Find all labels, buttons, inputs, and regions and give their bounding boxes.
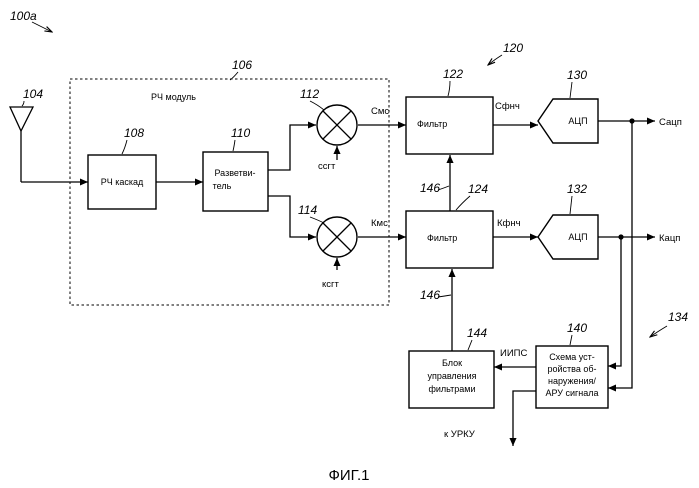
baseband-group-arrow [488,55,502,65]
control-bus-ref-lower: 146 [420,288,440,302]
adc-q-block: АЦП 132 [538,182,598,259]
adc-q-ref-leader [570,196,572,214]
antenna-icon [10,107,33,131]
adc-i-ref: 130 [567,68,587,82]
filter-i-ref: 122 [443,67,463,81]
splitter-to-mixer-i-wire [268,125,316,170]
filter-q-ref-leader [456,196,470,210]
filter-control-label-line3: фильтрами [428,384,475,394]
adc-i-label: АЦП [568,116,587,126]
adc-q-label: АЦП [568,232,587,242]
antenna-ref-leader [22,101,24,106]
antenna: 104 [10,87,43,182]
rf-module-title: РЧ модуль [151,92,196,102]
mixer-i-lo-label: ссгт [318,161,336,172]
mixer-i: 112 ссгт [300,87,357,172]
rf-stage-block: РЧ каскад 108 [88,126,156,209]
filter-control-label-line2: управления [427,371,476,381]
splitter-label-line1: Разветви- [214,168,255,178]
filter-control-ref: 144 [467,326,487,340]
mixer-i-out-label: Смс [371,106,389,117]
filter-q-ref: 124 [468,182,488,196]
filter-q-out-label: Кфнч [497,218,521,229]
filter-q-label: Фильтр [427,233,457,243]
adc-q-ref: 132 [567,182,587,196]
antenna-ref: 104 [23,87,43,101]
mixer-q-lo-label: ксгт [322,279,339,290]
splitter-ref-leader [233,140,235,151]
mixer-q-ref: 114 [298,203,317,217]
detector-group-ref: 134 [668,310,688,324]
control-bus-ref-upper: 146 [420,181,440,195]
filter-control-ref-leader [468,340,472,350]
filter-i-ref-leader [448,81,450,96]
detector-label-line2: ройства об- [547,364,596,374]
splitter-block: Разветви- тель 110 [203,126,268,211]
adc-q-out-label: Кацп [659,233,680,244]
mixer-q: 114 ксгт [298,203,357,290]
splitter-label-line2: тель [213,181,232,191]
adc-i-out-label: Сацп [659,117,682,128]
figure-ref-label: 100a [10,9,37,23]
adc-i-block: АЦП 130 [538,68,598,143]
figure-ref-100a: 100a [10,9,52,32]
adc-i-ref-leader [570,82,572,98]
rf-stage-label: РЧ каскад [101,177,144,187]
detector-ref-leader [570,335,572,345]
rf-stage-ref-leader [122,140,127,154]
baseband-group-ref: 120 [503,41,523,55]
rf-stage-ref: 108 [124,126,144,140]
detector-to-label: к УРКУ [444,429,476,440]
detector-label-line3: наружения/ [548,376,596,386]
mixer-q-ref-leader [310,217,324,223]
figure-caption: ФИГ.1 [329,467,370,484]
mixer-i-ref-leader [310,101,324,110]
filter-i-label: Фильтр [417,119,447,129]
filter-i-block: Фильтр 122 [406,67,493,154]
detector-to-urku-wire [513,391,536,446]
adc-i-to-detector-wire [608,121,632,388]
figure-ref-arrow [32,22,52,32]
detector-group-arrow [650,326,667,337]
detector-label-line1: Схема уст- [549,352,595,362]
filter-control-label-line1: Блок [442,358,462,368]
splitter-ref: 110 [231,126,250,140]
adc-q-to-detector-wire [608,237,621,366]
mixer-i-ref: 112 [300,87,319,101]
detector-ref: 140 [567,321,587,335]
detector-block: Схема уст- ройства об- наружения/ АРУ си… [536,321,608,408]
filter-i-out-label: Сфнч [495,101,520,112]
mixer-q-out-label: Кмс [371,218,388,229]
detector-signal-label: ИИПС [500,348,527,359]
detector-label-line4: АРУ сигнала [545,388,598,398]
rf-module-ref: 106 [232,58,252,72]
